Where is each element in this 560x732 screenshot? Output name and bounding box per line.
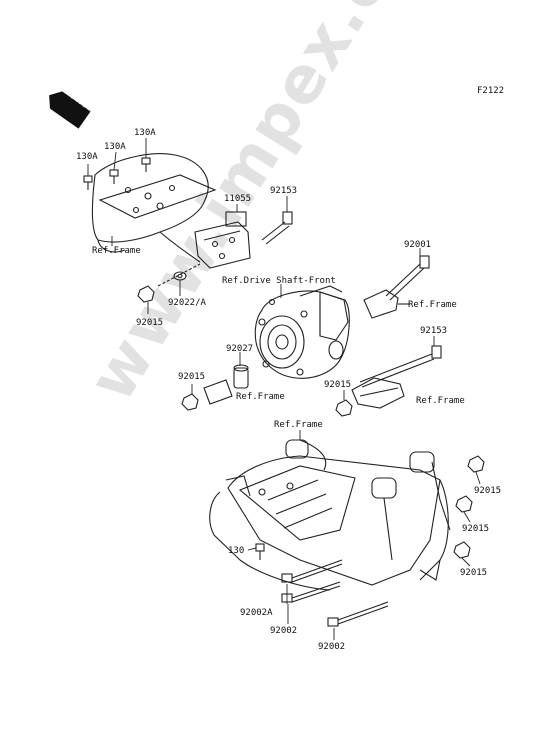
callout-92002-bottom[interactable]: 92002 xyxy=(318,642,346,652)
bracket-right-lower xyxy=(351,377,405,409)
bolt-92153-right xyxy=(359,345,442,388)
callout-92027[interactable]: 92027 xyxy=(226,344,254,354)
callout-92153-top[interactable]: 92153 xyxy=(270,186,298,196)
callout-92002a[interactable]: 92002A xyxy=(240,608,273,618)
callout-92001[interactable]: 92001 xyxy=(404,240,432,250)
figure-code: F2122 xyxy=(477,86,505,96)
callout-92153-right[interactable]: 92153 xyxy=(420,326,448,336)
nut-center xyxy=(335,399,353,417)
callout-130-bottom[interactable]: 130 xyxy=(228,546,245,556)
callout-130a-right[interactable]: 130A xyxy=(134,128,156,138)
leader-lines xyxy=(87,138,481,640)
mount-bracket-11055 xyxy=(194,211,251,269)
nuts-right-column xyxy=(453,455,485,559)
front-arrow-icon xyxy=(49,91,91,129)
lower-frame-cradle xyxy=(209,439,451,591)
nut-left-mid xyxy=(181,393,199,411)
callout-ref-frame-cradle[interactable]: Ref.Frame xyxy=(274,420,323,430)
callout-92015-right-1[interactable]: 92015 xyxy=(474,486,502,496)
callout-ref-frame-top[interactable]: Ref.Frame xyxy=(92,246,141,256)
callout-ref-frame-bracket-left[interactable]: Ref.Frame xyxy=(236,392,285,402)
callout-130a-mid[interactable]: 130A xyxy=(104,142,126,152)
front-final-drive xyxy=(254,285,350,379)
callout-92015-right-2[interactable]: 92015 xyxy=(462,524,490,534)
callout-ref-frame-right-lower[interactable]: Ref.Frame xyxy=(416,396,465,406)
bolt-92001 xyxy=(385,255,430,301)
callout-92015-left-mid[interactable]: 92015 xyxy=(178,372,206,382)
bolt-92153-top xyxy=(261,211,293,245)
collar-92027 xyxy=(233,364,249,389)
callout-92015-left-top[interactable]: 92015 xyxy=(136,318,164,328)
upper-frame-part xyxy=(91,153,217,263)
callout-92015-center[interactable]: 92015 xyxy=(324,380,352,390)
callout-92002-mid[interactable]: 92002 xyxy=(270,626,298,636)
nut-washer-left-top xyxy=(137,263,201,303)
callout-ref-drive-shaft[interactable]: Ref.Drive Shaft-Front xyxy=(222,276,336,286)
bracket-right-upper xyxy=(363,289,410,319)
callout-92015-right-3[interactable]: 92015 xyxy=(460,568,488,578)
bracket-left xyxy=(203,379,233,405)
bolt-130-bottom xyxy=(255,543,265,560)
bolts-92002 xyxy=(281,559,389,627)
callout-ref-frame-right-upper[interactable]: Ref.Frame xyxy=(408,300,457,310)
callout-92022a[interactable]: 92022/A xyxy=(168,298,206,308)
callout-130a-left[interactable]: 130A xyxy=(76,152,98,162)
callout-11055[interactable]: 11055 xyxy=(224,194,252,204)
